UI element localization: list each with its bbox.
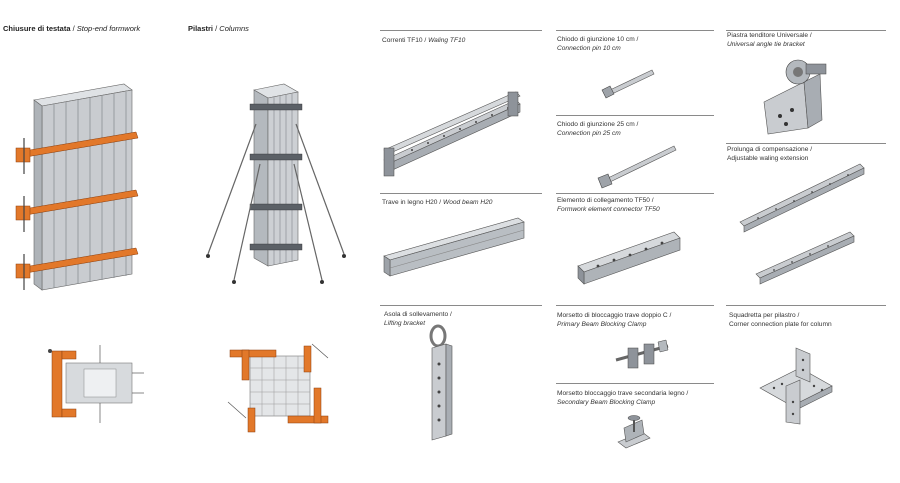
rule	[726, 305, 886, 306]
caption-pin10: Chiodo di giunzione 10 cm /Connection pi…	[557, 36, 639, 52]
heading-stop-end: Chiusure di testata / Stop-end formwork	[3, 24, 140, 34]
rule	[380, 193, 542, 194]
caption-corner-plate: Squadretta per pilastro /Corner connecti…	[729, 312, 832, 328]
heading-stop-end-title: Chiusure di testata	[3, 24, 71, 33]
secondary-clamp-illustration	[617, 415, 651, 449]
rule	[380, 30, 542, 31]
caption-angle-tie: Piastra tenditore Universale /Universal …	[727, 32, 812, 48]
corner-plate-illustration	[759, 347, 833, 425]
heading-columns-sep: /	[213, 24, 220, 33]
lifting-bracket-illustration	[429, 324, 453, 441]
pin25-illustration	[597, 145, 677, 189]
caption-primary-clamp: Morsetto di bloccaggio trave doppio C /P…	[557, 312, 672, 328]
connector-illustration	[577, 231, 681, 285]
wood-beam-illustration	[383, 217, 525, 277]
caption-lifting: Asola di sollevamento /Lifting bracket	[384, 311, 452, 327]
caption-secondary-clamp: Morsetto bloccaggio trave secondaria leg…	[557, 390, 689, 406]
caption-wood-beam: Trave in legno H20 / Wood beam H20	[382, 199, 493, 206]
heading-stop-end-subtitle: Stop-end formwork	[76, 24, 141, 33]
primary-clamp-illustration	[615, 339, 669, 369]
pin10-illustration	[601, 69, 655, 99]
rule	[556, 193, 714, 194]
heading-columns-title: Pilastri	[188, 24, 214, 33]
stop-end-plan-detail	[48, 345, 144, 423]
angle-tie-illustration	[763, 59, 827, 135]
caption-pin25: Chiodo di giunzione 25 cm /Connection pi…	[557, 121, 639, 137]
rule	[726, 30, 886, 31]
rule	[556, 383, 714, 384]
stop-end-formwork-illustration	[15, 83, 139, 291]
rule	[380, 305, 542, 306]
column-formwork-illustration	[206, 83, 346, 284]
waling-illustration	[383, 91, 521, 177]
heading-columns-subtitle: Columns	[219, 24, 249, 33]
column-plan-detail	[227, 343, 329, 433]
rule	[556, 115, 714, 116]
caption-connector: Elemento di collegamento TF50 /Formwork …	[557, 197, 660, 213]
heading-stop-end-sep: /	[70, 24, 77, 33]
rule	[726, 143, 886, 144]
rule	[556, 30, 714, 31]
rule	[556, 305, 714, 306]
waling-ext-illustration	[739, 163, 865, 285]
caption-waling-ext: Prolunga di compensazione /Adjustable wa…	[727, 146, 813, 162]
heading-columns: Pilastri / Columns	[188, 24, 249, 34]
caption-waling: Correnti TF10 / Waling TF10	[382, 37, 466, 44]
